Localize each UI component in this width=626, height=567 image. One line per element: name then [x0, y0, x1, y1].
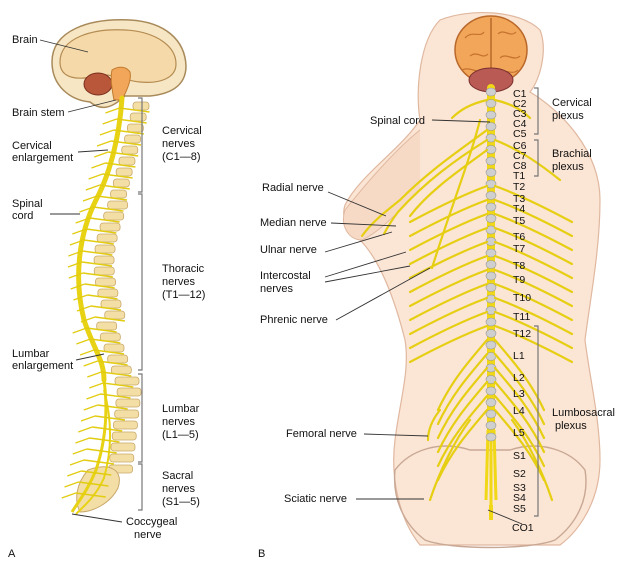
- segment-label-t11: T11: [513, 311, 531, 323]
- segment-label-t2: T2: [513, 181, 526, 193]
- cervical-plexus-label-1: Cervical: [552, 97, 592, 109]
- cauda-equina: [70, 379, 108, 513]
- segment-label-l1: L1: [513, 350, 525, 362]
- cerebellum: [83, 72, 113, 96]
- segment-label-c4: C4: [513, 118, 527, 130]
- cervical-enlargement-label-1: Cervical: [12, 140, 52, 152]
- lumbosacral-plexus-label-2: plexus: [555, 420, 587, 432]
- segment-label-t12: T12: [513, 328, 532, 340]
- spinal-nerves-a: [61, 107, 150, 499]
- segment-label-c8: C8: [513, 160, 527, 172]
- segment-label-c2: C2: [513, 98, 527, 110]
- lumbar-nerves-l2: nerves: [162, 416, 196, 428]
- coccygeal-label-1: Coccygeal: [126, 516, 178, 528]
- segment-label-s3: S3: [513, 482, 526, 494]
- thoracic-nerves-l2: nerves: [162, 276, 196, 288]
- segment-label-t9: T9: [513, 274, 526, 286]
- segment-label-t1: T1: [513, 170, 526, 182]
- intercostal-nerves-label-1: Intercostal: [260, 270, 311, 282]
- cervical-nerves-l3: (C1—8): [162, 151, 201, 163]
- segment-label-c3: C3: [513, 108, 527, 120]
- spinal-cord-label-2: cord: [12, 210, 34, 222]
- brachial-plexus-label-1: Brachial: [552, 148, 592, 160]
- segment-label-t4: T4: [513, 203, 526, 215]
- radial-nerve-label: Radial nerve: [262, 182, 324, 194]
- coccygeal-label-2: nerve: [134, 529, 162, 541]
- segment-label-s2: S2: [513, 468, 526, 480]
- bracket-thoracic: [138, 193, 143, 371]
- segment-label-l4: L4: [513, 405, 525, 417]
- segment-label-c1: C1: [513, 88, 527, 100]
- vertebral-column: [76, 101, 150, 513]
- cervical-enlargement-label-2: enlargement: [12, 152, 74, 164]
- segment-label-l5: L5: [513, 427, 525, 439]
- cervical-plexus-label-2: plexus: [552, 110, 584, 122]
- ulnar-nerve-label: Ulnar nerve: [260, 244, 317, 256]
- spinal-nerves-b: [360, 98, 574, 502]
- bracket-brachial-plexus: [534, 139, 539, 177]
- pelvis-outline: [393, 445, 587, 549]
- spinal-cord-a: [76, 95, 125, 383]
- body-silhouette: [343, 12, 601, 546]
- segment-label-l3: L3: [513, 388, 525, 400]
- lumbar-nerves-l1: Lumbar: [162, 403, 200, 415]
- thoracic-nerves-l3: (T1—12): [162, 289, 206, 301]
- brain-stem-label: Brain stem: [12, 107, 65, 119]
- cervical-nerves-l1: Cervical: [162, 125, 202, 137]
- segment-label-co1: CO1: [512, 522, 534, 534]
- spinal-cord-b-label: Spinal cord: [370, 115, 426, 127]
- brachial-plexus-label-2: plexus: [552, 161, 584, 173]
- brain-label: Brain: [12, 34, 38, 46]
- sacral-nerves-l2: nerves: [162, 483, 196, 495]
- intercostal-nerves-label-2: nerves: [260, 283, 294, 295]
- sciatic-nerve-label: Sciatic nerve: [284, 493, 347, 505]
- bracket-cervical: [138, 97, 143, 193]
- segment-label-c7: C7: [513, 150, 527, 162]
- bracket-sacral: [138, 463, 143, 511]
- segment-label-t6: T6: [513, 231, 526, 243]
- lumbar-nerves-l3: (L1—5): [162, 429, 199, 441]
- segment-label-t7: T7: [513, 243, 526, 255]
- panel-a-drawing: [39, 19, 187, 523]
- segment-label-t5: T5: [513, 215, 526, 227]
- spinal-cord-label-1: Spinal: [12, 198, 43, 210]
- segment-label-t10: T10: [513, 292, 532, 304]
- median-nerve-label: Median nerve: [260, 217, 327, 229]
- lumbar-enlargement-label-1: Lumbar: [12, 348, 50, 360]
- bracket-cervical-plexus: [534, 87, 539, 135]
- brain-stem-shape: [110, 66, 131, 101]
- panel-a-id: A: [8, 548, 16, 560]
- segment-label-c5: C5: [513, 128, 527, 140]
- segment-label-l2: L2: [513, 372, 525, 384]
- sacral-nerves-l3: (S1—5): [162, 496, 200, 508]
- lumbar-enlargement-label-2: enlargement: [12, 360, 74, 372]
- segment-label-s5: S5: [513, 503, 526, 515]
- thoracic-nerves-l1: Thoracic: [162, 263, 205, 275]
- lumbosacral-plexus-label-1: Lumbosacral: [552, 407, 615, 419]
- leaders-b: [324, 119, 523, 525]
- bracket-lumbosacral-plexus: [534, 325, 539, 517]
- panel-b-drawing: [324, 12, 601, 549]
- segment-label-t3: T3: [513, 193, 526, 205]
- bracket-lumbar: [138, 373, 143, 463]
- femoral-nerve-label: Femoral nerve: [286, 428, 357, 440]
- segment-label-s1: S1: [513, 450, 526, 462]
- panel-b-id: B: [258, 548, 266, 560]
- phrenic-nerve-label: Phrenic nerve: [260, 314, 328, 326]
- cervical-nerves-l2: nerves: [162, 138, 196, 150]
- sacral-nerves-l1: Sacral: [162, 470, 194, 482]
- segment-label-s4: S4: [513, 492, 526, 504]
- segment-label-c6: C6: [513, 140, 527, 152]
- leaders-a: [39, 39, 123, 523]
- segment-label-t8: T8: [513, 260, 526, 272]
- vertebrae-b: [485, 87, 497, 442]
